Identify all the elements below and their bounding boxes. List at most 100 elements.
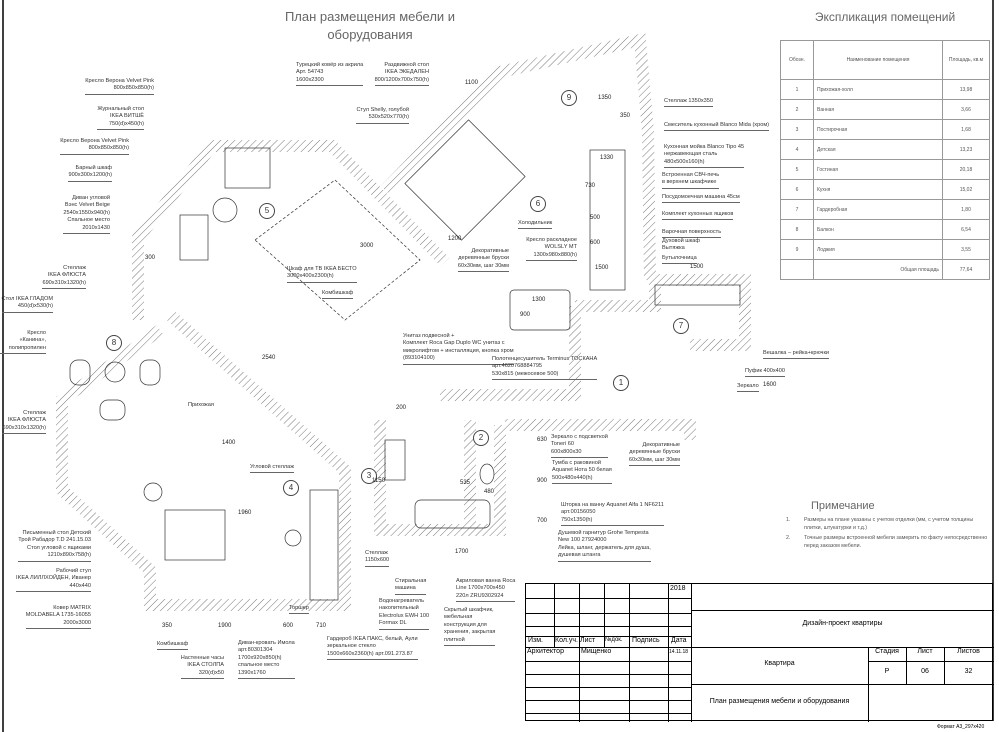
callout-label: Комбишкаф xyxy=(157,641,189,651)
room-number: 8 xyxy=(106,335,122,351)
sheet-value: 06 xyxy=(921,668,929,675)
room-number: 2 xyxy=(473,430,489,446)
room-name: Балкон xyxy=(813,219,943,240)
grid-line xyxy=(526,626,691,627)
stage-value: Р xyxy=(884,668,890,675)
callout-label: Духовой шкаф xyxy=(662,238,701,244)
notes-title: Примечание xyxy=(811,500,875,512)
callout-label: Вешалка – рейка+крючки xyxy=(763,350,830,360)
dimension: 1300 xyxy=(532,297,546,303)
explication-title: Экспликация помещений xyxy=(814,10,956,24)
grid-line xyxy=(526,613,691,614)
grid-line xyxy=(629,647,630,722)
room-code: 8 xyxy=(780,219,814,240)
callout-label: Стеллаж IKEA ФЛЮСТА 690x310x1320(h) xyxy=(2,410,46,435)
dimension: 350 xyxy=(620,113,631,119)
wardrobe xyxy=(309,489,339,601)
callout-label: Диван-кровать Имола арт.80301304 1700x92… xyxy=(238,640,295,680)
dimension: 500 xyxy=(590,215,601,221)
folding-chair xyxy=(509,289,571,331)
room-area: 13,98 xyxy=(942,79,990,100)
total-label: Общая площадь xyxy=(813,259,943,280)
table-header-row: Обозн. Наименование помещения Площадь, к… xyxy=(780,40,990,80)
room-number: 3 xyxy=(361,468,377,484)
furniture xyxy=(69,119,741,601)
column-header: Обозн. xyxy=(780,40,814,80)
armchair-2 xyxy=(179,214,209,261)
room-area: 1,68 xyxy=(942,119,990,140)
header-list: Лист xyxy=(580,637,596,644)
callout-label: Декоративные деревянные бруски 60x30мм, … xyxy=(457,248,509,273)
room-number: 1 xyxy=(613,375,629,391)
rug xyxy=(254,179,421,321)
note-item: 1.Размеры на плане указаны с учетом отде… xyxy=(786,516,991,532)
sheet-label: Лист xyxy=(917,648,933,655)
chair-2 xyxy=(139,359,161,386)
header-sign: Подпись xyxy=(632,637,660,644)
chair-1 xyxy=(69,359,91,386)
table-gladom xyxy=(104,361,126,383)
dimension: 1960 xyxy=(238,510,252,516)
callout-label: Комплект кухонных ящиков xyxy=(662,211,734,221)
desk-chair xyxy=(143,482,163,502)
project-name: Дизайн-проект квартиры xyxy=(802,620,883,627)
dimension: 1500 xyxy=(595,265,609,271)
room-name: Постирочная xyxy=(813,119,943,140)
room-code: 4 xyxy=(780,139,814,160)
dining-table xyxy=(404,119,526,241)
callout-label: Посудомоечная машина 45см xyxy=(662,194,740,204)
callout-label: Прихожая xyxy=(188,402,214,408)
callout-label: Полотенцесушитель Terminus ТОСКАНА арт.4… xyxy=(492,356,598,381)
note-text: Точные размеры встроенной мебели замерит… xyxy=(804,535,988,549)
callout-label: Журнальный стол IKEA ВИТШЁ 750(d)x450(h) xyxy=(97,106,144,131)
callout-label: Акриловая ванна Roca Line 1700x700x450 2… xyxy=(456,578,516,603)
sofa-bed xyxy=(164,509,226,561)
wall-balcony-bedroom xyxy=(56,325,351,611)
stage-label: Стадия xyxy=(875,648,899,655)
callout-label: Зеркало с подсветкой Toneri 60 600x800x3… xyxy=(551,434,608,459)
callout-label: Душевой гарнитур Grohe Tempesta New 100 … xyxy=(558,530,651,562)
total-value: 77,64 xyxy=(942,259,990,280)
grid-line xyxy=(526,636,691,637)
room-area: 13,23 xyxy=(942,139,990,160)
wall-living-bedroom xyxy=(166,310,304,435)
grid-line xyxy=(868,647,869,722)
room-name: Прихожая-холл xyxy=(813,79,943,100)
grid-line xyxy=(526,687,691,688)
header-kol: Кол.уч. xyxy=(555,637,578,644)
callout-label: Рабочий стул IKEA ЛИЛЛХОЙДЕН, Иванер 440… xyxy=(16,568,91,593)
sheet-title: План размещения мебели и оборудования xyxy=(709,698,850,705)
dimension: 600 xyxy=(590,240,601,246)
floor-lamp xyxy=(284,529,302,547)
room-number: 6 xyxy=(530,196,546,212)
dimension: 1350 xyxy=(598,95,612,101)
room-number: 7 xyxy=(673,318,689,334)
callout-label: Стул Shelly, голубой 530x520x770(h) xyxy=(356,107,409,124)
wardrobe-rail xyxy=(654,284,741,306)
callout-label: Стеллаж IKEA ФЛЮСТА 690x310x1320(h) xyxy=(42,265,86,290)
callout-label: Ковер MATRIX MOLDABELA 1735-16055 2000x3… xyxy=(25,605,91,630)
sheets-value: 32 xyxy=(964,668,973,675)
dimension: 1100 xyxy=(465,80,478,86)
callout-label: Диван угловой Вэнс Velvet Beige 2540x155… xyxy=(63,195,110,235)
callout-label: Зеркало xyxy=(737,383,759,393)
room-number: 4 xyxy=(283,480,299,496)
callout-label: Шторка на ванну Aquanet Alfa 1 NF6211 ар… xyxy=(561,502,664,527)
date: 14.11.18 xyxy=(669,649,689,655)
grid-line xyxy=(526,713,691,714)
room-code: 9 xyxy=(780,239,814,260)
object-name: Квартира xyxy=(764,660,795,667)
role: Архитектор xyxy=(527,648,564,655)
explication-table: Обозн. Наименование помещения Площадь, к… xyxy=(780,40,990,280)
note-item: 2.Точные размеры встроенной мебели замер… xyxy=(786,534,991,550)
dimension: 1150 xyxy=(372,478,385,484)
callout-label: Угловой стеллаж xyxy=(250,464,294,474)
dimension: 1600 xyxy=(763,382,777,388)
grid-line xyxy=(691,647,994,648)
callout-label: Холодильник xyxy=(518,220,553,230)
grid-line xyxy=(668,647,669,722)
grid-line xyxy=(868,661,994,662)
